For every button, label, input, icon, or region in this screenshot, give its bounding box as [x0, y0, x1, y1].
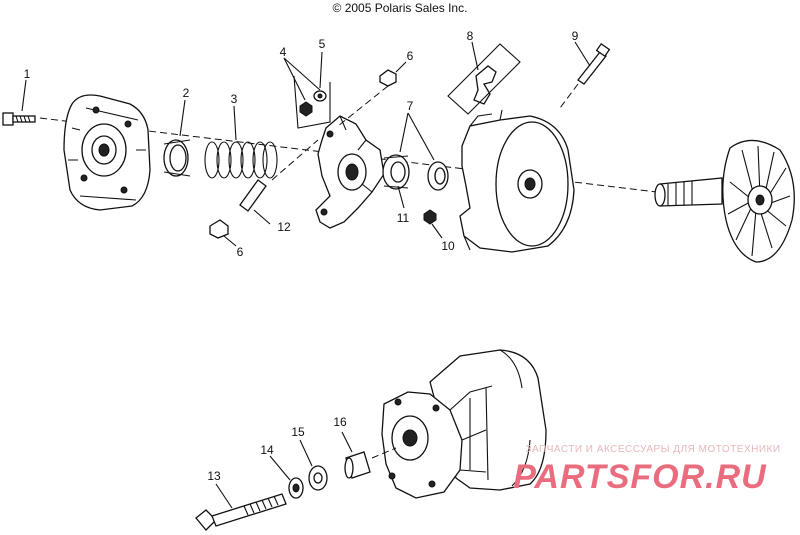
callout-4: 4	[280, 45, 287, 59]
callout-14: 14	[260, 443, 274, 457]
part-8-clip	[473, 65, 497, 105]
part-4-nut	[299, 101, 313, 117]
callout-13: 13	[207, 469, 221, 483]
callout-12: 12	[277, 220, 291, 234]
part-2-ring	[163, 139, 191, 177]
spider	[315, 115, 385, 229]
part-6-slider-upper	[379, 69, 397, 87]
assembly-axis-line	[39, 117, 691, 197]
copyright-text: © 2005 Polaris Sales Inc.	[333, 1, 468, 15]
moveable-sheave	[459, 109, 575, 253]
callout-8: 8	[467, 29, 474, 43]
callout-5: 5	[319, 37, 326, 51]
fixed-sheave-shaft	[654, 139, 795, 263]
callout-6-lower: 6	[237, 245, 244, 259]
part-7-bushing-b	[427, 161, 449, 191]
part-5-washer	[313, 90, 327, 102]
callout-1: 1	[24, 67, 31, 81]
callout-3: 3	[231, 92, 238, 106]
cover-plate	[63, 94, 151, 211]
part-10-nut	[423, 209, 437, 225]
callout-6-upper: 6	[407, 49, 414, 63]
part-16-bushing	[344, 451, 371, 479]
callout-2: 2	[183, 86, 190, 100]
part-13-bolt	[195, 493, 287, 531]
callout-10: 10	[441, 239, 455, 253]
part-12-pin	[239, 179, 267, 212]
part-6-slider-lower	[209, 219, 229, 239]
part-1-bolt	[2, 112, 36, 126]
callout-16: 16	[333, 415, 347, 429]
part-15-washer	[308, 465, 328, 491]
part-9-bolt	[577, 42, 611, 85]
callout-15: 15	[291, 425, 305, 439]
watermark-tagline: ЗАПЧАСТИ И АКСЕССУАРЫ ДЛЯ МОТОТЕХНИКИ	[525, 444, 780, 455]
assembled-clutch	[381, 349, 547, 499]
callout-7: 7	[407, 99, 414, 113]
part-3-spring	[204, 141, 278, 179]
part-14-lock-washer	[288, 477, 304, 499]
callout-9: 9	[572, 29, 579, 43]
callout-11: 11	[397, 211, 410, 225]
part-7-bushing-a	[382, 154, 410, 190]
watermark-logo: PARTSFOR.RU	[513, 458, 767, 496]
